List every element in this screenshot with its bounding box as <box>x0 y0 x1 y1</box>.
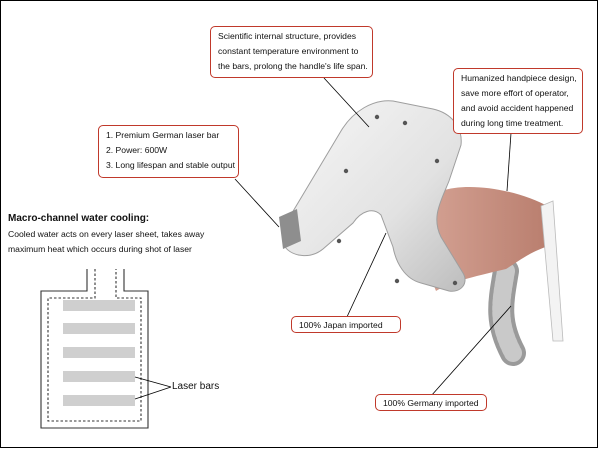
handpiece-body <box>284 100 466 292</box>
japan-label: 100% Japan imported <box>299 320 383 330</box>
leader-lines <box>234 77 512 397</box>
handpiece-callout: Humanized handpiece design, save more ef… <box>453 68 583 134</box>
structure-line: constant temperature environment to <box>218 46 359 56</box>
germany-callout: 100% Germany imported <box>375 394 487 411</box>
germany-label: 100% Germany imported <box>383 398 479 408</box>
cooling-hose <box>488 258 526 366</box>
cooling-schematic <box>40 269 172 429</box>
specs-line: 1. Premium German laser bar <box>106 130 220 140</box>
specs-line: 2. Power: 600W <box>106 145 168 155</box>
laser-bar <box>63 323 135 334</box>
structure-line: Scientific internal structure, provides <box>218 31 357 41</box>
specs-line: 3. Long lifespan and stable output <box>106 160 236 170</box>
handpiece-line: Humanized handpiece design, <box>461 73 577 83</box>
cooling-description-line: maximum heat which occurs during shot of… <box>8 244 192 254</box>
handpiece-line: during long time treatment. <box>461 118 564 128</box>
cooling-heading: Macro-channel water cooling: <box>8 213 150 224</box>
wrist-band <box>540 200 564 342</box>
laser-bar <box>63 347 135 358</box>
handpiece-line: and avoid accident happened <box>461 103 574 113</box>
cooling-description-line: Cooled water acts on every laser sheet, … <box>8 229 205 239</box>
specs-callout: 1. Premium German laser bar 2. Power: 60… <box>98 125 239 178</box>
laser-bar <box>63 371 135 382</box>
laser-tip <box>279 209 301 249</box>
laser-bar <box>63 395 135 406</box>
japan-callout: 100% Japan imported <box>291 316 401 333</box>
structure-line: the bars, prolong the handle's life span… <box>218 61 368 71</box>
handpiece-line: save more effort of operator, <box>461 88 569 98</box>
structure-callout: Scientific internal structure, provides … <box>210 26 373 78</box>
laser-bar <box>63 300 135 311</box>
laser-bars-label: Laser bars <box>172 381 220 392</box>
